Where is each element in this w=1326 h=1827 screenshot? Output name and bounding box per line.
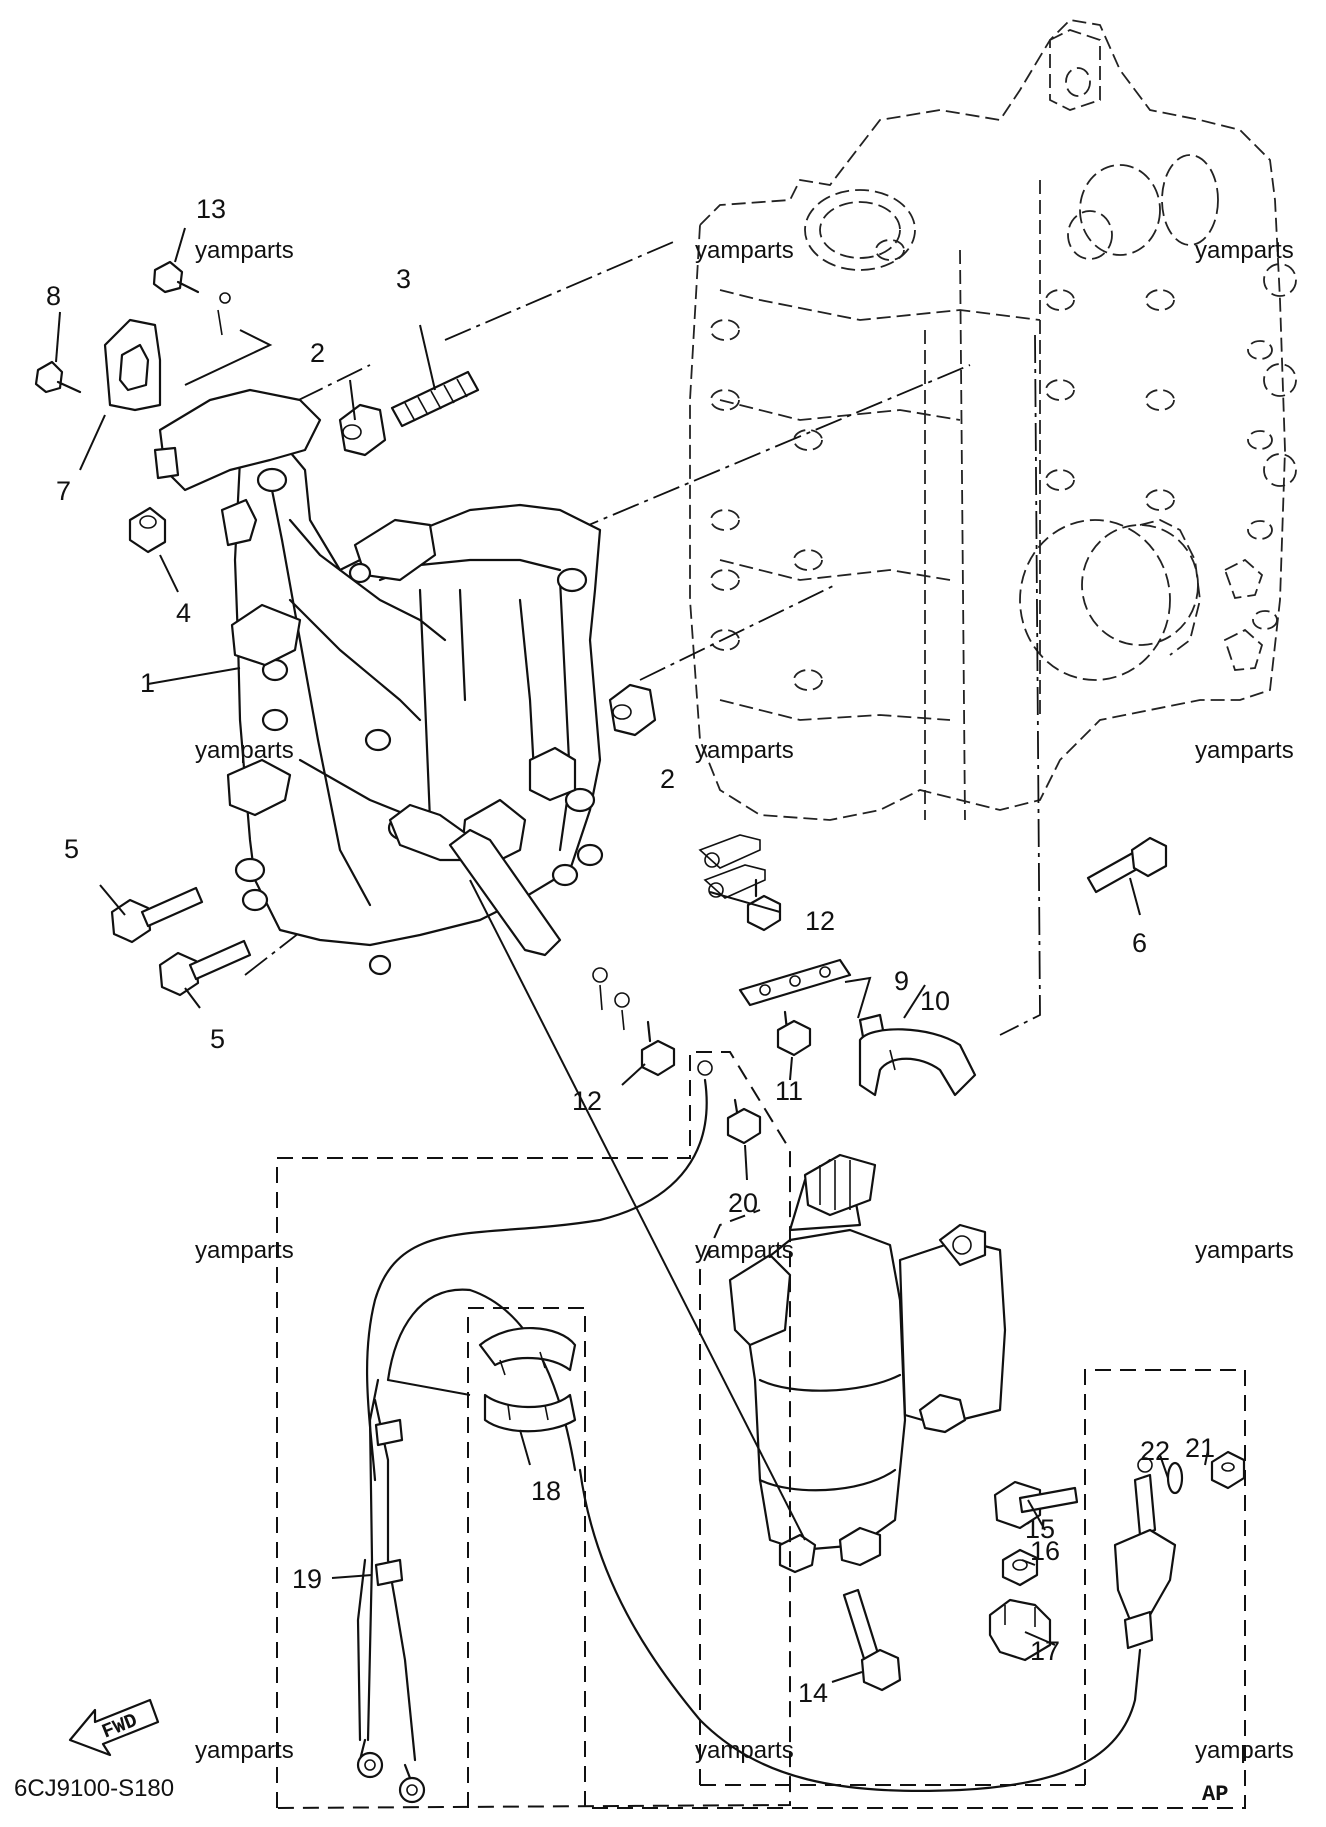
terminal-boot bbox=[1113, 1457, 1177, 1650]
group-box-harness bbox=[276, 1051, 791, 1809]
part-label-17: 17 bbox=[1030, 1636, 1060, 1666]
watermark: yamparts bbox=[1195, 737, 1294, 764]
diagram-code: 6CJ9100-S180 bbox=[14, 1775, 174, 1802]
watermark: yamparts bbox=[195, 1237, 294, 1264]
part-label-12-lower: 12 bbox=[572, 1086, 602, 1116]
bolt-part-13 bbox=[152, 260, 231, 336]
part-label-1: 1 bbox=[140, 668, 155, 698]
part-label-13: 13 bbox=[196, 194, 226, 224]
part-label-3: 3 bbox=[396, 264, 411, 294]
part-label-15: 15 bbox=[1025, 1514, 1055, 1544]
part-labels: 1 2 2 3 4 5 5 6 7 8 9 10 11 12 12 13 14 … bbox=[46, 194, 1215, 1708]
stud-part-3 bbox=[390, 370, 480, 428]
clip-part-10 bbox=[858, 1013, 977, 1097]
part-label-2-upper: 2 bbox=[310, 338, 325, 368]
cap-part-17 bbox=[988, 1598, 1052, 1662]
part-label-16: 16 bbox=[1030, 1536, 1060, 1566]
watermark: yamparts bbox=[195, 237, 294, 264]
watermark: yamparts bbox=[695, 1237, 794, 1264]
part-label-8: 8 bbox=[46, 281, 61, 311]
watermark: yamparts bbox=[695, 1737, 794, 1764]
part-label-2-lower: 2 bbox=[660, 764, 675, 794]
starter-motor bbox=[728, 1153, 1007, 1574]
collar-part-4 bbox=[128, 506, 167, 554]
part-label-9: 9 bbox=[894, 966, 909, 996]
plate-part-7 bbox=[103, 318, 162, 412]
clip-part-18 bbox=[478, 1326, 577, 1433]
group-box-clip-18 bbox=[467, 1307, 586, 1808]
part-label-20: 20 bbox=[728, 1188, 758, 1218]
part-label-7: 7 bbox=[56, 476, 71, 506]
group-box-terminal bbox=[585, 1369, 1246, 1809]
bushing-part-2-upper bbox=[338, 403, 387, 457]
part-label-11: 11 bbox=[775, 1076, 803, 1106]
bolt-part-12-lower bbox=[592, 967, 676, 1077]
bolt-part-8 bbox=[34, 360, 82, 394]
nut-part-21 bbox=[1210, 1450, 1246, 1490]
wire-harness bbox=[356, 879, 1142, 1804]
part-label-4: 4 bbox=[176, 598, 191, 628]
watermark: yamparts bbox=[1195, 1237, 1294, 1264]
bushing-part-2-lower bbox=[608, 683, 657, 737]
bolt-part-20 bbox=[697, 1060, 762, 1145]
part-label-18: 18 bbox=[531, 1476, 561, 1506]
watermark: yamparts bbox=[195, 737, 294, 764]
part-label-5-upper: 5 bbox=[64, 834, 79, 864]
part-label-19: 19 bbox=[292, 1564, 322, 1594]
watermark: yamparts bbox=[195, 1737, 294, 1764]
nut-part-16 bbox=[1001, 1548, 1039, 1587]
watermark: yamparts bbox=[1195, 1737, 1294, 1764]
leader-lines bbox=[55, 227, 1209, 1683]
bolt-part-5-upper bbox=[110, 886, 204, 944]
watermark: yamparts bbox=[1195, 237, 1294, 264]
part-label-5-lower: 5 bbox=[210, 1024, 225, 1054]
corner-mark: AP bbox=[1202, 1782, 1228, 1807]
watermark: yamparts bbox=[695, 237, 794, 264]
bolt-part-5-lower bbox=[158, 939, 252, 997]
bolt-part-14 bbox=[842, 1588, 902, 1692]
watermark: yamparts bbox=[695, 737, 794, 764]
bolt-part-12-upper bbox=[698, 834, 782, 932]
forward-direction-arrow: FWD bbox=[68, 1698, 160, 1757]
part-label-10: 10 bbox=[920, 986, 950, 1016]
part-label-12-upper: 12 bbox=[805, 906, 835, 936]
watermarks: yamparts yamparts yamparts yamparts yamp… bbox=[195, 237, 1294, 1764]
group-box-starter bbox=[699, 1209, 1085, 1786]
bolt-part-6 bbox=[1086, 836, 1168, 894]
part-label-21: 21 bbox=[1185, 1433, 1215, 1463]
bolt-part-11 bbox=[776, 1010, 812, 1057]
part-label-6: 6 bbox=[1132, 928, 1147, 958]
bolt-part-15 bbox=[993, 1480, 1079, 1530]
electrical-bracket bbox=[153, 388, 604, 976]
washer-part-22 bbox=[1166, 1461, 1184, 1495]
engine-block-outline bbox=[689, 19, 1297, 821]
plate-part-9 bbox=[738, 958, 852, 1007]
part-label-22: 22 bbox=[1140, 1436, 1170, 1466]
part-label-14: 14 bbox=[798, 1678, 828, 1708]
